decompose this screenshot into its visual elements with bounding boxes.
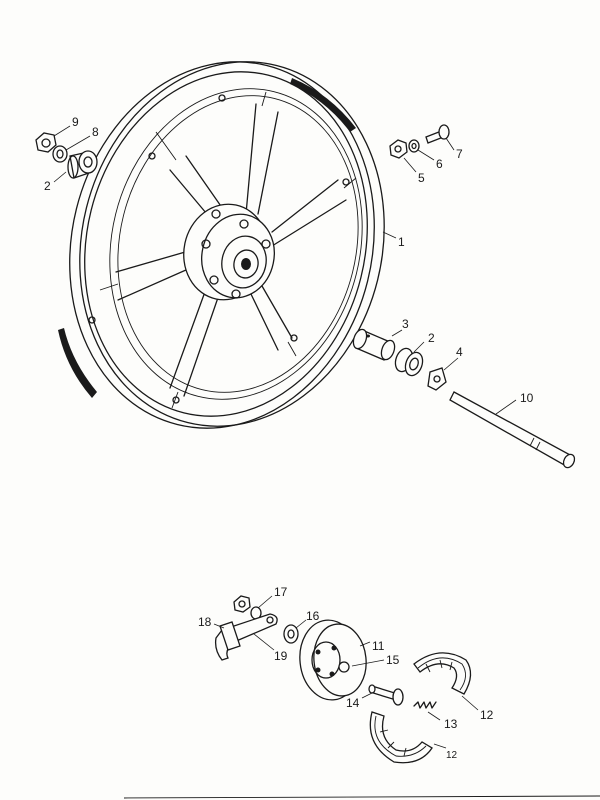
axle-10: [449, 391, 576, 469]
brake-shoe-12-upper: [413, 652, 472, 695]
nut-9: [35, 132, 57, 153]
washer-16: [283, 624, 299, 644]
spacer-3: [352, 328, 396, 361]
callout-18: 18: [198, 615, 212, 629]
nut-5: [389, 139, 408, 159]
washer-8: [52, 145, 68, 163]
leader-lines: [53, 125, 517, 749]
callout-3: 3: [402, 317, 409, 331]
callout-2-left: 2: [44, 179, 51, 193]
callout-12-lower: 12: [446, 750, 458, 761]
callout-8: 8: [92, 125, 99, 139]
callout-5: 5: [418, 171, 425, 185]
callout-16: 16: [306, 609, 320, 623]
washer-6: [408, 139, 420, 153]
wheel-hub: [183, 203, 275, 301]
cam-pin-14: [368, 684, 404, 706]
callout-4: 4: [456, 345, 463, 359]
nut-17: [233, 595, 251, 613]
callout-2-right: 2: [428, 331, 435, 345]
wheel-spokes: [88, 91, 357, 409]
brake-plate-11: [299, 619, 367, 701]
wheel-rim: [58, 61, 385, 429]
brake-shoe-12-lower: [369, 711, 433, 764]
callout-1: 1: [398, 235, 405, 249]
callout-9: 9: [72, 115, 79, 129]
bottom-rule: [123, 795, 600, 799]
callout-15: 15: [386, 653, 400, 667]
callout-7: 7: [456, 147, 463, 161]
callout-12-upper: 12: [480, 708, 494, 722]
washer-4: [427, 367, 447, 391]
bolt-7: [425, 124, 450, 144]
callout-14: 14: [346, 696, 360, 710]
callout-19: 19: [274, 649, 288, 663]
callout-13: 13: [444, 717, 458, 731]
callout-6: 6: [436, 157, 443, 171]
callout-17: 17: [274, 585, 288, 599]
spring-13: [413, 701, 437, 709]
callout-11: 11: [372, 639, 385, 653]
bearing-2-left: [67, 150, 98, 179]
bearing-2-right: [394, 347, 424, 377]
callout-labels: 1 2 2 3 4 5 6 7 8 9 10 11 12 12 13 14 15…: [44, 115, 534, 761]
brake-lever-19: [214, 613, 278, 661]
callout-10: 10: [520, 391, 534, 405]
